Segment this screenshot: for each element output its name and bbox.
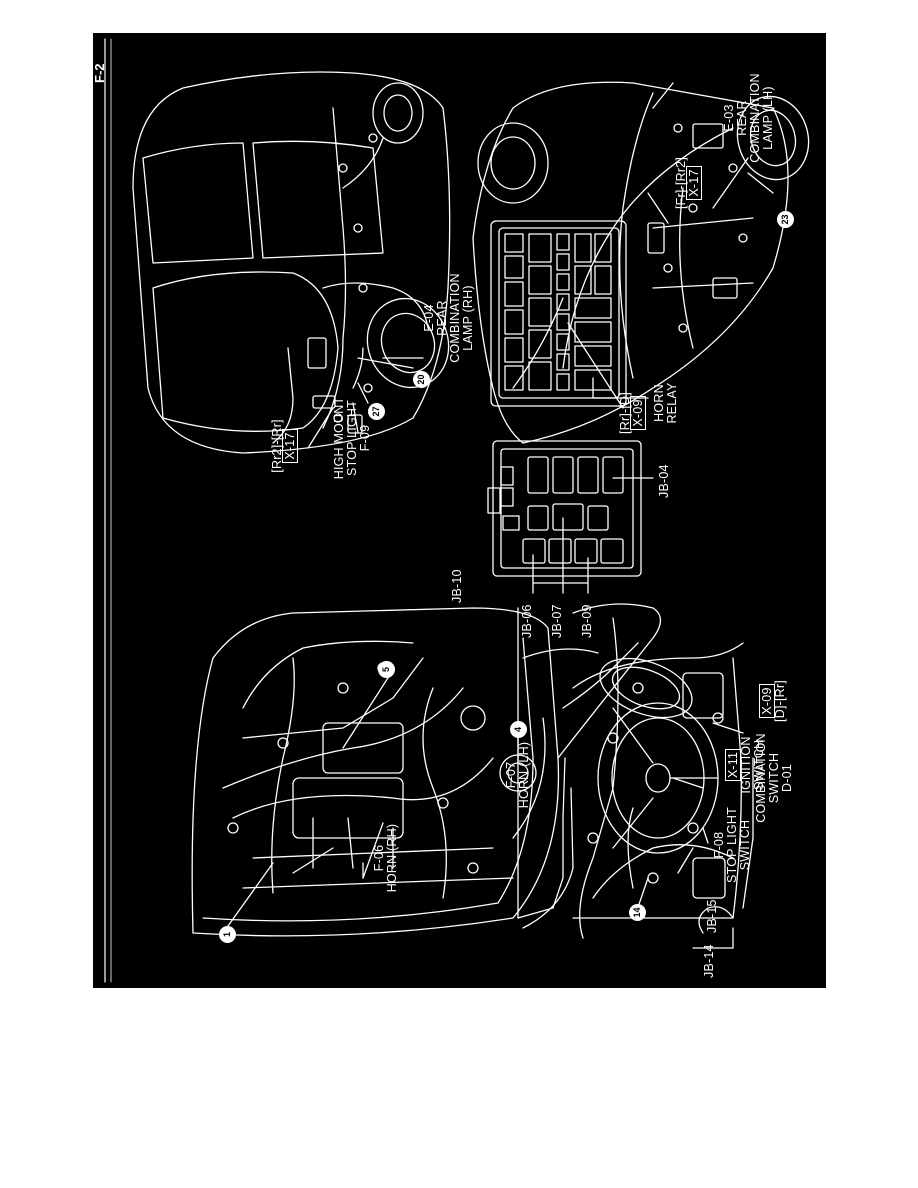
horn-relay-label: HORN RELAY <box>652 373 679 433</box>
stop-light-switch-label: F-08 STOP LIGHT SWITCH <box>712 807 752 883</box>
callout-14: 14 <box>629 904 646 921</box>
dashboard-drawing <box>517 607 754 949</box>
high-mount-stop-light-label: HIGH MOUNT STOP LIGHT F-09 <box>332 388 372 488</box>
page-label: F-2 <box>92 63 107 84</box>
horn-relay-line2: RELAY <box>665 382 679 424</box>
d-rr-connector-label: X-09 [D]-[Rr] <box>759 666 787 736</box>
line-art <box>104 38 810 983</box>
diagram-sheet: F-2 1 5 4 F-06 HORN (RH) F-07 HORN (LH) … <box>92 33 826 988</box>
jb-10-label: JB-10 <box>450 569 464 603</box>
jb-07-label: JB-07 <box>550 604 564 638</box>
rr2-rr-connector-label: [Rr2]-[Rr] X-17 <box>270 406 298 486</box>
rear-combination-lamp-lh-label: E-03 REAR COMBINATION LAMP (LH) <box>722 68 775 168</box>
horn-lh-name: HORN (LH) <box>517 741 531 809</box>
x-17-connector-a: X-17 <box>282 406 298 486</box>
combination-switch-label: COMBINATION SWITCH D-01 <box>754 728 794 828</box>
callout-1: 1 <box>219 926 236 943</box>
callout-20: 20 <box>413 371 430 388</box>
x-17-connector-b: X-17 <box>686 143 702 223</box>
horn-rh-name: HORN (RH) <box>385 823 399 893</box>
callout-27: 27 <box>368 403 385 420</box>
d-rr-text: [D]-[Rr] <box>773 680 787 722</box>
jb-15-label: JB-15 <box>705 899 719 933</box>
e-03-line3: LAMP (LH) <box>761 86 775 150</box>
x-17-box-a: X-17 <box>282 429 298 463</box>
fr-rr2-connector-label: [Fr]-[Rr2] X-17 <box>674 143 702 223</box>
diagram-canvas: F-2 1 5 4 F-06 HORN (RH) F-07 HORN (LH) … <box>92 33 826 988</box>
e-04-line3: LAMP (RH) <box>461 285 475 351</box>
rear-overall-drawing <box>472 81 810 444</box>
jb-04-label: JB-04 <box>657 464 671 498</box>
callout-5: 5 <box>378 661 395 678</box>
rear-combination-lamp-rh-label: E-04 REAR COMBINATION LAMP (RH) <box>422 268 475 368</box>
rr-d-connector-label: [Rr]-[D] X-09 <box>618 378 646 448</box>
fuse-block-drawing <box>487 440 654 594</box>
relay-box-drawing <box>490 220 649 407</box>
x-17-box-b: X-17 <box>686 166 702 200</box>
stop-light-switch-line2: SWITCH <box>738 819 752 871</box>
callout-4: 4 <box>510 721 527 738</box>
x-09-connector-b: X-09 <box>630 378 646 448</box>
horn-rh-label: F-06 HORN (RH) <box>372 823 399 893</box>
callout-23: 23 <box>777 211 794 228</box>
horn-lh-label: F-07 HORN (LH) <box>504 740 531 810</box>
jb-14-label: JB-14 <box>702 944 716 978</box>
high-mount-code: F-09 <box>358 424 372 452</box>
x-09-box-b: X-09 <box>630 396 646 430</box>
jb-06-label: JB-06 <box>520 604 534 638</box>
jb-09-label: JB-09 <box>580 604 594 638</box>
rear-van-drawing <box>132 71 451 454</box>
combination-switch-code: D-01 <box>780 764 794 792</box>
engine-bay-drawing <box>191 603 693 937</box>
